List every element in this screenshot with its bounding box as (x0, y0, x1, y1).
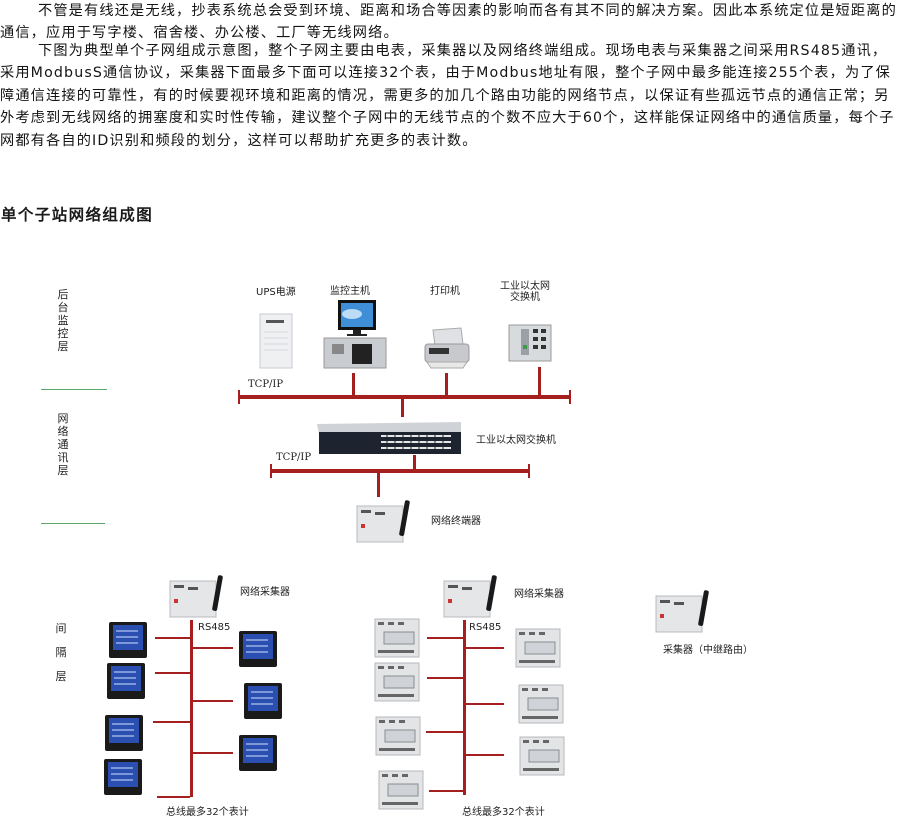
network-diagram: 后台监控层 网络通讯层 间隔层 UPS电源 监控主机 打印机 工业以太网 交换机 (0, 240, 900, 827)
bus-endcap (569, 390, 571, 404)
panel-meter-icon (239, 735, 277, 771)
panel-meter-icon (105, 715, 143, 751)
bus-note-mid: 总线最多32个表计 (462, 807, 545, 818)
monitor-host-icon (323, 300, 387, 369)
collector-left-icon (169, 575, 223, 618)
tcp-ip-label-mid: TCP/IP (276, 452, 312, 463)
rail-meter-icon (374, 662, 420, 702)
bus-branch (155, 637, 190, 639)
rs485-bus-left (190, 620, 193, 797)
collector-left-label: 网络采集器 (240, 587, 290, 598)
tcp-ip-bus-top (238, 395, 571, 399)
core-switch-label: 工业以太网交换机 (476, 435, 556, 446)
layer-divider-top (41, 389, 107, 390)
network-terminal-icon (356, 500, 410, 543)
rail-meter-icon (378, 770, 424, 810)
layer-divider-bottom (41, 523, 105, 524)
printer-icon (424, 327, 470, 369)
core-switch-icon (317, 422, 461, 454)
relay-collector-icon (655, 590, 709, 633)
printer-label: 打印机 (430, 286, 460, 297)
panel-meter-icon (239, 631, 277, 667)
layer-label-network: 网络通讯层 (57, 412, 69, 477)
switch-label-line2: 交换机 (510, 292, 540, 303)
rs485-mid-label: RS485 (469, 622, 502, 633)
bus-branch (155, 672, 190, 674)
panel-meter-icon (104, 759, 142, 795)
rs485-left-label: RS485 (198, 622, 231, 633)
rail-meter-icon (375, 716, 421, 756)
panel-meter-icon (109, 622, 147, 658)
switch-label-line1: 工业以太网 (500, 281, 550, 292)
host-label: 监控主机 (330, 286, 370, 297)
bus-note-left: 总线最多32个表计 (166, 807, 249, 818)
collector-mid-icon (443, 575, 497, 618)
bus-branch (427, 637, 463, 639)
bus-endcap (270, 464, 272, 478)
collector-mid-label: 网络采集器 (514, 589, 564, 600)
layer-label-backend: 后台监控层 (57, 288, 69, 353)
bus-endcap (238, 390, 240, 404)
industrial-switch-icon (508, 324, 552, 362)
bus-endcap (528, 464, 530, 478)
bus-drop-core-up (413, 455, 416, 470)
bus-branch (153, 721, 190, 723)
bus-branch (193, 700, 233, 702)
description-paragraph-text: 下图为典型单个子网组成示意图，整个子网主要由电表，采集器以及网络终端组成。现场电… (0, 43, 895, 149)
ups-label: UPS电源 (256, 287, 296, 298)
panel-meter-icon (244, 683, 282, 719)
description-paragraph: 下图为典型单个子网组成示意图，整个子网主要由电表，采集器以及网络终端组成。现场电… (0, 40, 900, 152)
bus-branch (466, 754, 504, 756)
intro-paragraph: 不管是有线还是无线，抄表系统总会受到环境、距离和场合等因素的影响而各有其不同的解… (0, 0, 900, 45)
bus-branch (429, 790, 463, 792)
bus-branch (193, 647, 233, 649)
bus-drop-host (352, 373, 355, 397)
layer-label-bay: 间隔层 (55, 622, 67, 683)
ups-icon (259, 313, 293, 369)
bus-branch (427, 677, 463, 679)
tcp-ip-label-top: TCP/IP (248, 379, 284, 390)
section-heading: 单个子站网络组成图 (1, 206, 154, 224)
bus-branch (466, 703, 504, 705)
bus-branch (466, 647, 504, 649)
network-terminal-label: 网络终端器 (431, 516, 481, 527)
switch-label: 工业以太网 交换机 (500, 281, 550, 303)
rail-meter-icon (518, 684, 564, 724)
rs485-bus-mid (463, 620, 466, 795)
rail-meter-icon (519, 736, 565, 776)
rail-meter-icon (374, 618, 420, 658)
bus-drop-terminal (377, 473, 380, 497)
bus-branch (193, 752, 233, 754)
bus-drop-printer (445, 373, 448, 397)
rail-meter-icon (515, 628, 561, 668)
tcp-ip-bus-mid (270, 469, 530, 473)
bus-branch (157, 796, 190, 798)
intro-paragraph-text: 不管是有线还是无线，抄表系统总会受到环境、距离和场合等因素的影响而各有其不同的解… (0, 3, 897, 42)
relay-collector-label: 采集器（中继路由） (663, 645, 753, 656)
bus-drop-core (401, 397, 404, 417)
bus-drop-switch (538, 367, 541, 397)
bus-branch (426, 731, 463, 733)
panel-meter-icon (107, 663, 145, 699)
